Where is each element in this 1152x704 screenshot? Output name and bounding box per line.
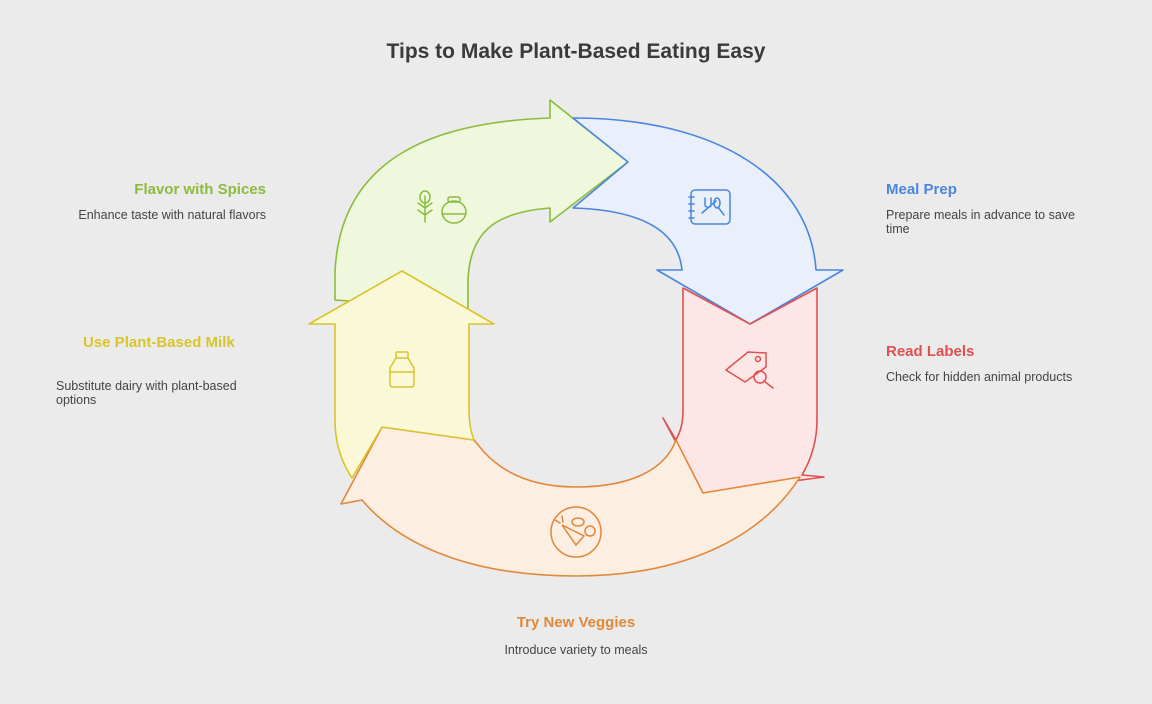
tag-search-icon [724,351,774,389]
meal-plan-icon [688,189,731,225]
spices-description: Enhance taste with natural flavors [78,208,266,222]
read-labels-description: Check for hidden animal products [886,370,1073,384]
arrow-read-labels [662,287,825,494]
new-veggies-description: Introduce variety to meals [504,643,648,657]
arrow-plant-milk [308,270,495,479]
spices-title: Flavor with Spices [134,181,266,198]
plant-milk-title: Use Plant-Based Milk [83,334,235,351]
herbs-spices-icon [417,190,467,224]
milk-bottle-icon [389,351,415,388]
vegetables-icon [550,506,602,558]
arrow-meal-prep [572,117,844,325]
meal-prep-description: Prepare meals in advance to save time [886,208,1075,236]
arrow-new-veggies [340,426,801,577]
read-labels-title: Read Labels [886,343,975,360]
plant-milk-description: Substitute dairy with plant-based option… [56,379,237,407]
new-veggies-title: Try New Veggies [516,614,636,631]
meal-prep-title: Meal Prep [886,181,957,198]
arrow-spices [334,99,629,311]
diagram-title: Tips to Make Plant-Based Eating Easy [386,40,766,63]
